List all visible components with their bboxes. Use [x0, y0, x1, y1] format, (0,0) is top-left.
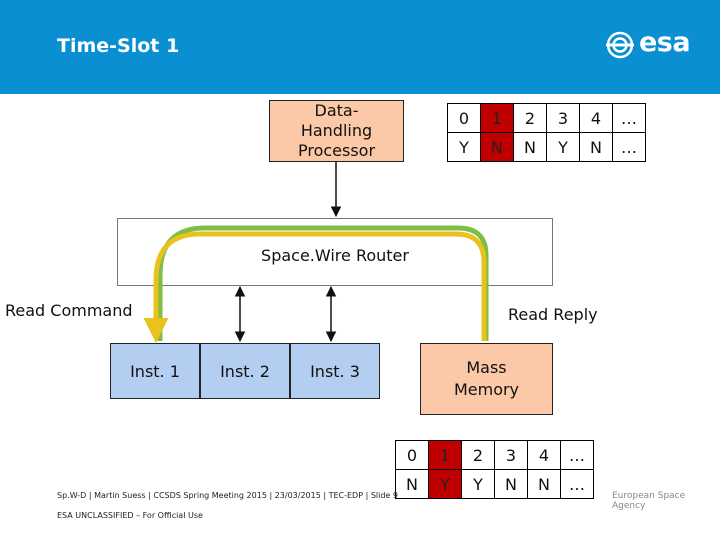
esa-logo: esa — [605, 27, 705, 62]
instrument-2: Inst. 2 — [200, 343, 290, 399]
table-row: 0 1 2 3 4 … — [395, 440, 594, 470]
table-cell: N — [494, 469, 528, 499]
read-reply-path — [157, 225, 489, 341]
table-cell-highlight: Y — [428, 469, 462, 499]
table-cell: N — [395, 469, 429, 499]
table-row: N Y Y N N … — [395, 469, 594, 499]
table-cell: … — [612, 132, 646, 162]
table-cell: 3 — [494, 440, 528, 470]
data-handling-processor: Data- Handling Processor — [269, 100, 404, 162]
table-cell: 4 — [527, 440, 561, 470]
table-cell: … — [560, 469, 594, 499]
instrument-3-label: Inst. 3 — [310, 361, 360, 381]
table-cell: Y — [546, 132, 580, 162]
table-cell-highlight: 1 — [480, 103, 514, 133]
table-cell: Y — [461, 469, 495, 499]
instrument-1: Inst. 1 — [110, 343, 200, 399]
slide-title: Time-Slot 1 — [57, 35, 180, 57]
esa-logo-text: esa — [639, 27, 691, 58]
table-cell-highlight: N — [480, 132, 514, 162]
mass-memory-label: Mass Memory — [453, 358, 520, 399]
instrument-1-label: Inst. 1 — [130, 361, 180, 381]
footer-meta: Sp.W-D | Martin Suess | CCSDS Spring Mee… — [57, 491, 398, 500]
table-cell-highlight: 1 — [428, 440, 462, 470]
footer-agency: European Space Agency — [612, 491, 686, 511]
header-bar: Time-Slot 1 esa — [0, 0, 720, 94]
table-cell: N — [527, 469, 561, 499]
data-handling-processor-label: Data- Handling Processor — [297, 101, 376, 160]
bottom-slot-table: 0 1 2 3 4 … N Y Y N N … — [395, 440, 594, 499]
table-cell: 2 — [513, 103, 547, 133]
instrument-2-label: Inst. 2 — [220, 361, 270, 381]
mass-memory: Mass Memory — [420, 343, 553, 415]
table-cell: 0 — [447, 103, 481, 133]
table-cell: 4 — [579, 103, 613, 133]
spacewire-router-label: Space.Wire Router — [261, 246, 409, 265]
esa-logo-icon — [606, 31, 634, 59]
instrument-3: Inst. 3 — [290, 343, 380, 399]
table-cell: N — [513, 132, 547, 162]
table-cell: 0 — [395, 440, 429, 470]
footer-classification: ESA UNCLASSIFIED – For Official Use — [57, 511, 203, 520]
table-cell: Y — [447, 132, 481, 162]
table-cell: … — [612, 103, 646, 133]
table-row: Y N N Y N … — [447, 132, 646, 162]
read-command-path — [143, 231, 487, 343]
read-command-label: Read Command — [5, 301, 133, 320]
top-slot-table: 0 1 2 3 4 … Y N N Y N … — [447, 103, 646, 162]
table-cell: 2 — [461, 440, 495, 470]
table-cell: … — [560, 440, 594, 470]
read-reply-label: Read Reply — [508, 305, 598, 324]
